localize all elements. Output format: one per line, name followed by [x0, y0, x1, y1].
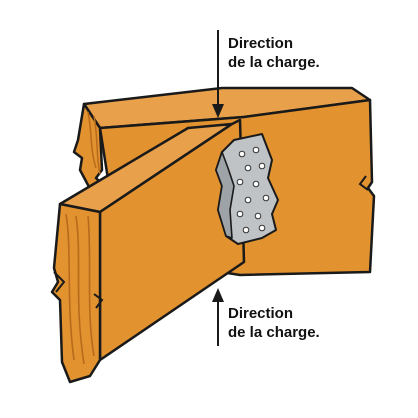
joist-end-grain — [50, 202, 102, 384]
load-direction-label-bottom: Direction de la charge. — [228, 304, 320, 342]
metal-connector-plate — [215, 133, 279, 245]
joist-break-mark — [53, 271, 104, 309]
load-arrow-bottom-head — [212, 288, 224, 302]
load-arrow-bottom — [212, 288, 224, 346]
load-direction-label-bottom-line2: de la charge. — [228, 324, 320, 341]
header-end-grain-lines — [87, 111, 101, 175]
connector-plate-tab — [215, 151, 235, 239]
load-direction-label-top-line2: de la charge. — [228, 54, 320, 71]
connector-nail-holes — [236, 146, 270, 234]
load-direction-label-top: Direction de la charge. — [228, 34, 320, 72]
load-arrow-top — [212, 30, 224, 118]
load-direction-label-top-line1: Direction — [228, 35, 294, 52]
header-break-mark — [358, 175, 369, 191]
load-direction-label-bottom-line1: Direction — [228, 305, 294, 322]
load-arrow-top-head — [212, 104, 224, 118]
joist-end-grain-lines — [65, 213, 95, 365]
